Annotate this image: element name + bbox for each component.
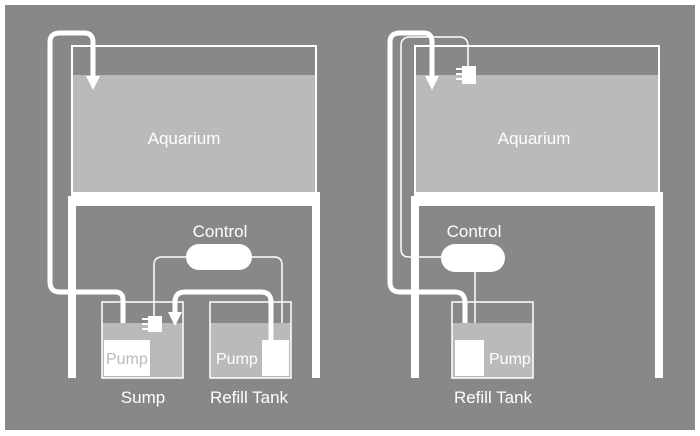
left-refill-tank-label: Refill Tank: [210, 388, 289, 407]
left-sump-tank: [101, 301, 184, 379]
left-diagram: Aquarium Control Pump Sump Pump Refill: [47, 30, 320, 407]
left-sump-pump: [104, 340, 150, 376]
left-refill-pump: [262, 340, 289, 376]
right-refill-tank-label: Refill Tank: [454, 388, 533, 407]
arrow-down-icon: [425, 76, 439, 90]
arrow-down-icon: [86, 76, 100, 90]
right-refill-pump: [455, 340, 484, 376]
left-aquarium-label: Aquarium: [148, 129, 221, 148]
sensor-icon: [456, 66, 476, 84]
right-refill-pump-label: Pump: [489, 351, 531, 368]
right-control-unit[interactable]: [441, 244, 505, 272]
left-refill-pump-label: Pump: [216, 351, 258, 368]
right-refill-pipe: [387, 30, 468, 340]
right-refill-tank: [451, 301, 534, 379]
left-control-wire-sensor: [153, 256, 186, 316]
right-aquarium-water: [415, 75, 659, 196]
right-control-wire-sensor: [400, 36, 469, 258]
left-control-label: Control: [193, 222, 248, 241]
right-diagram: Aquarium Control Pump Refill Tank: [387, 30, 663, 407]
left-control-wire-pump: [252, 256, 283, 340]
left-refill-pipe: [172, 289, 274, 340]
right-stand: [411, 192, 663, 378]
left-control-unit[interactable]: [186, 244, 252, 270]
left-sump-label: Sump: [121, 388, 165, 407]
right-aquarium-label: Aquarium: [498, 129, 571, 148]
left-sump-pump-label: Pump: [106, 351, 148, 368]
left-return-pipe: [47, 30, 126, 340]
left-refill-tank: [209, 301, 292, 379]
right-control-label: Control: [447, 222, 502, 241]
arrow-down-icon: [168, 312, 182, 326]
left-stand: [68, 192, 320, 378]
left-aquarium-water: [72, 75, 316, 196]
sensor-icon: [142, 316, 162, 332]
